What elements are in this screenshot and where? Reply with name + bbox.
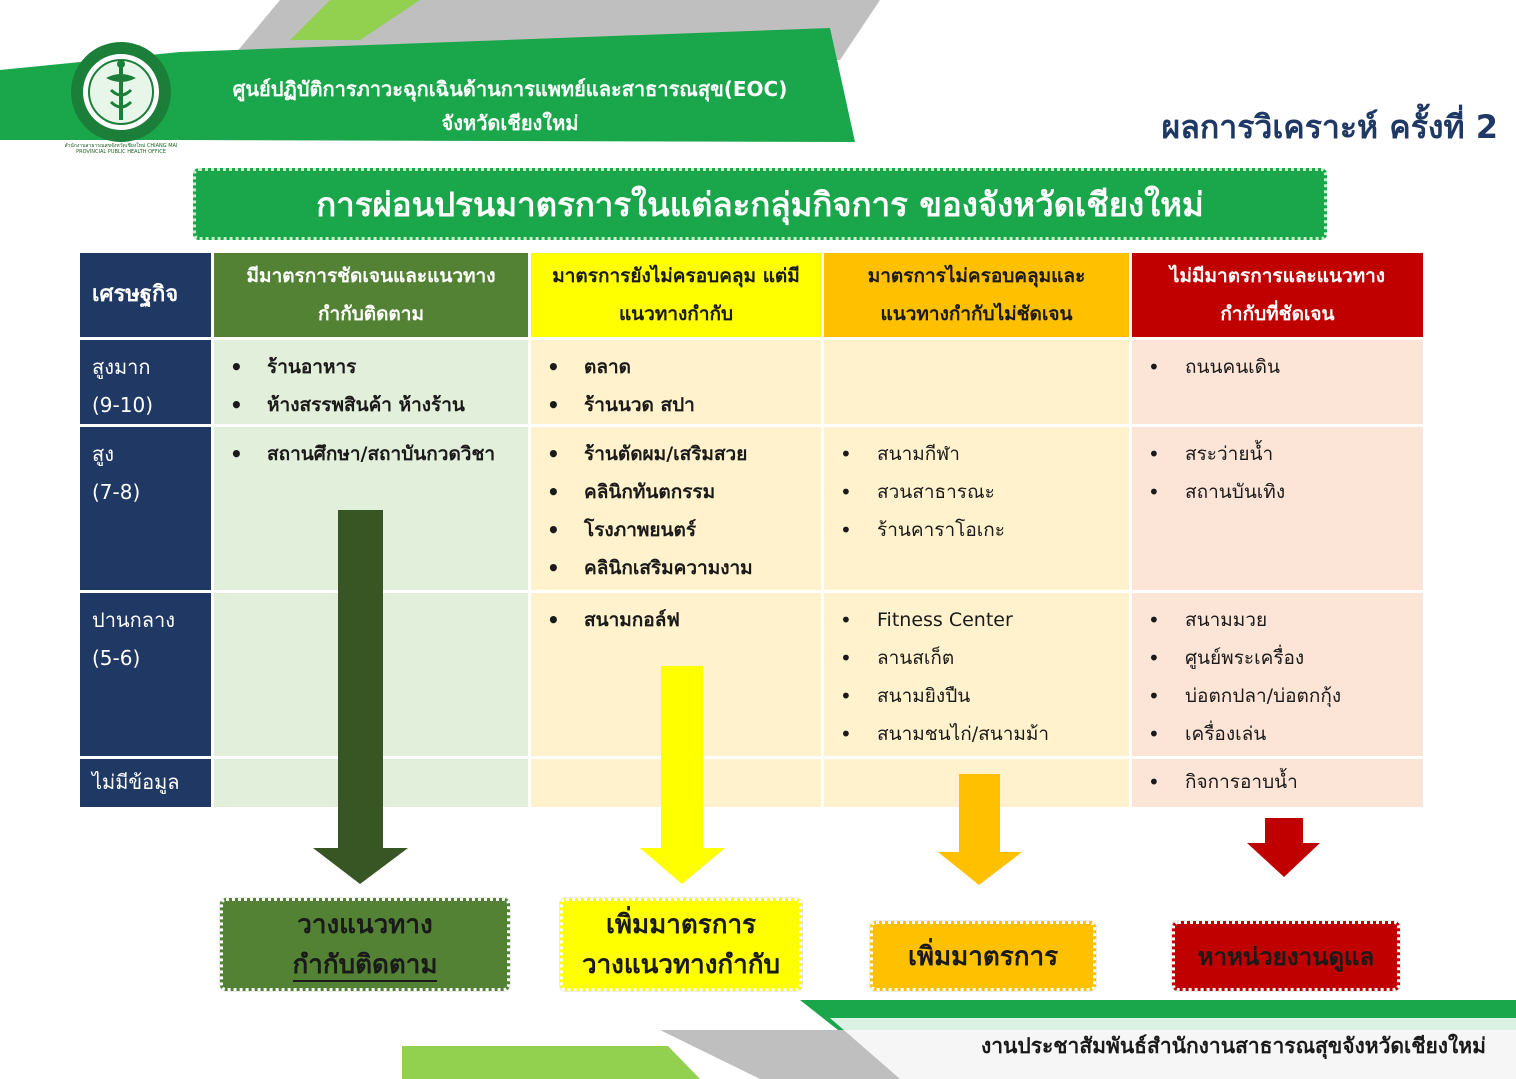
list-item: สนามกอล์ฟ <box>541 601 811 639</box>
list-item: สระว่ายน้ำ <box>1142 435 1413 473</box>
list-item: ถนนคนเดิน <box>1142 348 1413 386</box>
ministry-seal-logo <box>71 42 171 142</box>
cell-no-data-col1 <box>214 759 531 810</box>
column-header-4-line2: กำกับที่ชัดเจน <box>1220 303 1335 325</box>
column-header-1-line1: มีมาตรการชัดเจนและแนวทาง <box>246 265 496 287</box>
row-label-text: ปานกลาง <box>92 608 175 632</box>
list-item: สวนสาธารณะ <box>834 473 1119 511</box>
cell-no-data-col4: กิจการอาบน้ำ <box>1132 759 1426 810</box>
cell-medium-col4: สนามมวย ศูนย์พระเครื่อง บ่อตกปลา/บ่อตกกุ… <box>1132 593 1426 759</box>
list-item: Fitness Center <box>834 601 1119 639</box>
list-item: ร้านอาหาร <box>224 348 518 386</box>
list-item: กิจการอาบน้ำ <box>1142 763 1413 801</box>
list-item: ร้านตัดผม/เสริมสวย <box>541 435 811 473</box>
row-label-very-high: สูงมาก (9-10) <box>80 340 214 427</box>
list-item: โรงภาพยนตร์ <box>541 511 811 549</box>
footer-lime-stripe <box>402 1046 700 1079</box>
header-lime-stripe <box>290 0 420 40</box>
column-header-4-line1: ไม่มีมาตรการและแนวทาง <box>1169 265 1386 287</box>
column-header-3-line1: มาตรการไม่ครอบคลุมและ <box>867 265 1086 287</box>
list-item: สนามยิงปืน <box>834 677 1119 715</box>
cell-high-col2: ร้านตัดผม/เสริมสวย คลินิกทันตกรรม โรงภาพ… <box>531 427 824 593</box>
list-item: สนามกีฬา <box>834 435 1119 473</box>
footer-white-band <box>830 1018 1516 1079</box>
action-box-guideline: วางแนวทางกำกับติดตาม <box>220 898 510 991</box>
action-box-find-agency: หาหน่วยงานดูแล <box>1172 921 1400 991</box>
row-label-text: ไม่มีข้อมูล <box>92 770 180 794</box>
cell-no-data-col2 <box>531 759 824 810</box>
column-header-2-line2: แนวทางกำกับ <box>618 303 734 325</box>
row-label-medium: ปานกลาง (5-6) <box>80 593 214 759</box>
list-item: ห้างสรรพสินค้า ห้างร้าน <box>224 386 518 424</box>
cell-high-col1: สถานศึกษา/สถาบันกวดวิชา <box>214 427 531 593</box>
cell-high-col4: สระว่ายน้ำ สถานบันเทิง <box>1132 427 1426 593</box>
list-item: ตลาด <box>541 348 811 386</box>
row-label-no-data: ไม่มีข้อมูล <box>80 759 214 810</box>
cell-very-high-col1: ร้านอาหาร ห้างสรรพสินค้า ห้างร้าน <box>214 340 531 427</box>
header-title: ศูนย์ปฏิบัติการภาวะฉุกเฉินด้านการแพทย์แล… <box>190 72 830 140</box>
list-item: สถานบันเทิง <box>1142 473 1413 511</box>
header-title-line2: จังหวัดเชียงใหม่ <box>441 111 579 135</box>
header-title-line1: ศูนย์ปฏิบัติการภาวะฉุกเฉินด้านการแพทย์แล… <box>232 77 788 101</box>
analysis-title: ผลการวิเคราะห์ ครั้งที่ 2 <box>1161 108 1499 146</box>
cell-medium-col2: สนามกอล์ฟ <box>531 593 824 759</box>
row-label-text: สูงมาก <box>92 355 151 379</box>
list-item: ศูนย์พระเครื่อง <box>1142 639 1413 677</box>
action-guideline-line2: กำกับติดตาม <box>292 949 438 982</box>
header-green-band <box>0 28 855 142</box>
row-label-high: สูง (7-8) <box>80 427 214 593</box>
column-header-1-line2: กำกับติดตาม <box>318 303 424 325</box>
main-banner: การผ่อนปรนมาตรการในแต่ละกลุ่มกิจการ ของจ… <box>193 168 1327 240</box>
row-range-text: (5-6) <box>92 646 141 670</box>
list-item: สนามมวย <box>1142 601 1413 639</box>
action-add-measures-line1: เพิ่มมาตรการ <box>605 909 757 940</box>
cell-no-data-col3 <box>824 759 1132 810</box>
list-item: ร้านนวด สปา <box>541 386 811 424</box>
column-header-1: มีมาตรการชัดเจนและแนวทางกำกับติดตาม <box>214 253 531 340</box>
row-range-text: (7-8) <box>92 480 141 504</box>
column-header-4: ไม่มีมาตรการและแนวทางกำกับที่ชัดเจน <box>1132 253 1426 340</box>
row-range-text: (9-10) <box>92 393 153 417</box>
cell-very-high-col4: ถนนคนเดิน <box>1132 340 1426 427</box>
logo-caption: สำนักงานสาธารณสุขจังหวัดเชียงใหม่ CHIANG… <box>64 143 178 155</box>
list-item: สถานศึกษา/สถาบันกวดวิชา <box>224 435 518 473</box>
column-header-3: มาตรการไม่ครอบคลุมและแนวทางกำกับไม่ชัดเจ… <box>824 253 1132 340</box>
column-header-2-line1: มาตรการยังไม่ครอบคลุม แต่มี <box>552 265 800 287</box>
list-item: คลินิกเสริมความงาม <box>541 549 811 587</box>
list-item: ลานสเก็ต <box>834 639 1119 677</box>
measures-table: เศรษฐกิจ มีมาตรการชัดเจนและแนวทางกำกับติ… <box>80 253 1426 810</box>
list-item: เครื่องเล่น <box>1142 715 1413 753</box>
cell-very-high-col3 <box>824 340 1132 427</box>
list-item: ร้านคาราโอเกะ <box>834 511 1119 549</box>
list-item: สนามชนไก่/สนามม้า <box>834 715 1119 753</box>
action-box-add-measures: เพิ่มมาตรการ <box>870 921 1096 991</box>
column-header-2: มาตรการยังไม่ครอบคลุม แต่มีแนวทางกำกับ <box>531 253 824 340</box>
action-box-add-measures-guideline: เพิ่มมาตรการวางแนวทางกำกับ <box>560 898 802 991</box>
list-item: คลินิกทันตกรรม <box>541 473 811 511</box>
action-add-measures-line2: วางแนวทางกำกับ <box>581 949 781 980</box>
cell-medium-col3: Fitness Center ลานสเก็ต สนามยิงปืน สนามช… <box>824 593 1132 759</box>
column-header-3-line2: แนวทางกำกับไม่ชัดเจน <box>880 303 1073 325</box>
cell-high-col3: สนามกีฬา สวนสาธารณะ ร้านคาราโอเกะ <box>824 427 1132 593</box>
cell-medium-col1 <box>214 593 531 759</box>
header-economy: เศรษฐกิจ <box>80 253 214 340</box>
row-label-text: สูง <box>92 442 114 466</box>
action-guideline-line1: วางแนวทาง <box>297 909 433 940</box>
list-item: บ่อตกปลา/บ่อตกกุ้ง <box>1142 677 1413 715</box>
cell-very-high-col2: ตลาด ร้านนวด สปา <box>531 340 824 427</box>
footer-text: งานประชาสัมพันธ์สำนักงานสาธารณสุขจังหวัด… <box>980 1034 1486 1058</box>
